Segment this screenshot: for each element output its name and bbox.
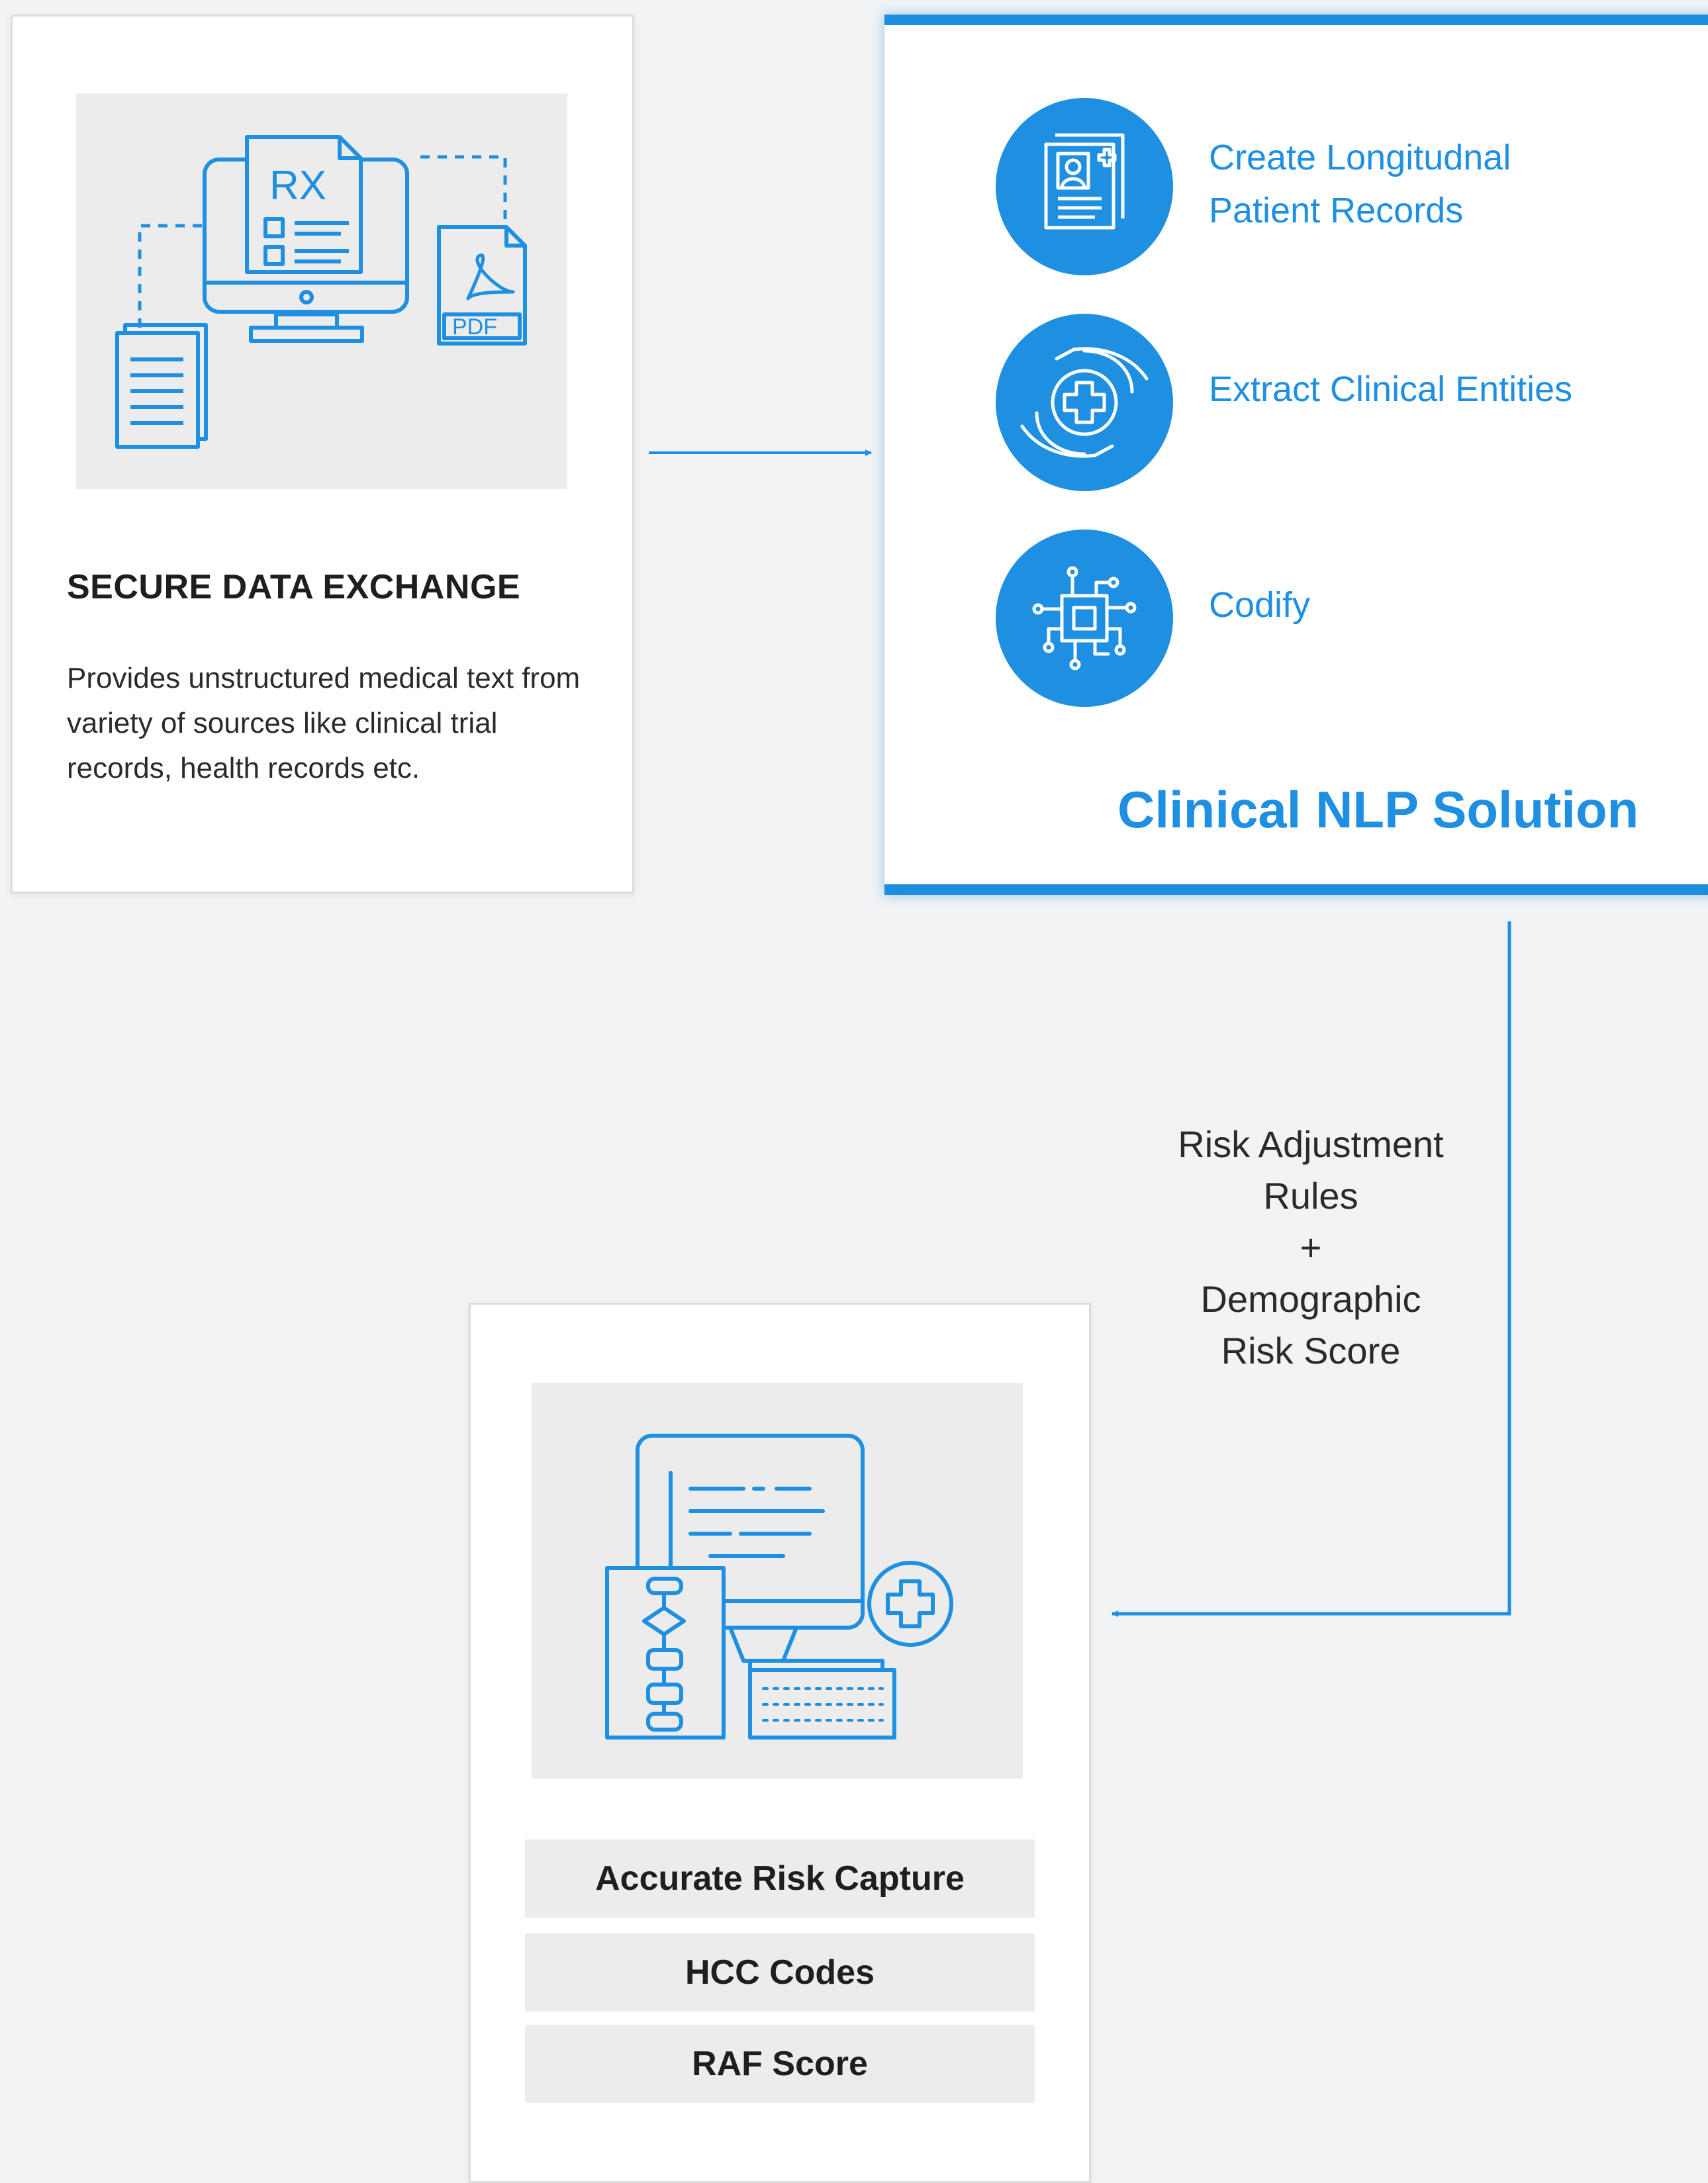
clinical-nlp-title: Clinical NLP Solution: [1117, 780, 1639, 839]
risk-rules-label: Risk Adjustment Rules + Demographic Risk…: [1178, 1123, 1444, 1371]
pdf-text: PDF: [452, 314, 497, 340]
data-sources-illustration: RX PDF: [76, 93, 567, 489]
result-raf-score: RAF Score: [525, 2025, 1035, 2103]
secure-data-exchange-title: SECURE DATA EXCHANGE: [67, 568, 521, 606]
feature-label-create-records: Create Longitudnal Patient Records: [1209, 138, 1511, 230]
secure-data-exchange-card: RX PDF SECURE DATA EXCHANGE Provides uns…: [11, 15, 634, 894]
result-accurate-risk-capture: Accurate Risk Capture: [525, 1839, 1035, 1918]
rx-text: RX: [269, 163, 326, 209]
hands-medical-cross-icon: [996, 314, 1173, 491]
feature-label-extract-entities: Extract Clinical Entities: [1209, 369, 1573, 409]
computer-flowchart-icon: [605, 1434, 953, 1740]
patient-record-icon: [996, 98, 1173, 275]
computer-documents-icon: RX PDF: [115, 135, 527, 449]
clinical-nlp-card: Create Longitudnal Patient Records Extra…: [884, 15, 1708, 895]
secure-data-exchange-description: Provides unstructured medical text from …: [67, 662, 581, 784]
result-hcc-codes: HCC Codes: [525, 1933, 1035, 2012]
nlp-to-output-arrow: [1112, 921, 1511, 1617]
feature-label-codify: Codify: [1209, 585, 1311, 625]
chip-circuit-icon: [996, 530, 1173, 707]
risk-analysis-illustration: [532, 1383, 1023, 1779]
risk-output-card: Accurate Risk Capture HCC Codes RAF Scor…: [469, 1303, 1091, 2183]
